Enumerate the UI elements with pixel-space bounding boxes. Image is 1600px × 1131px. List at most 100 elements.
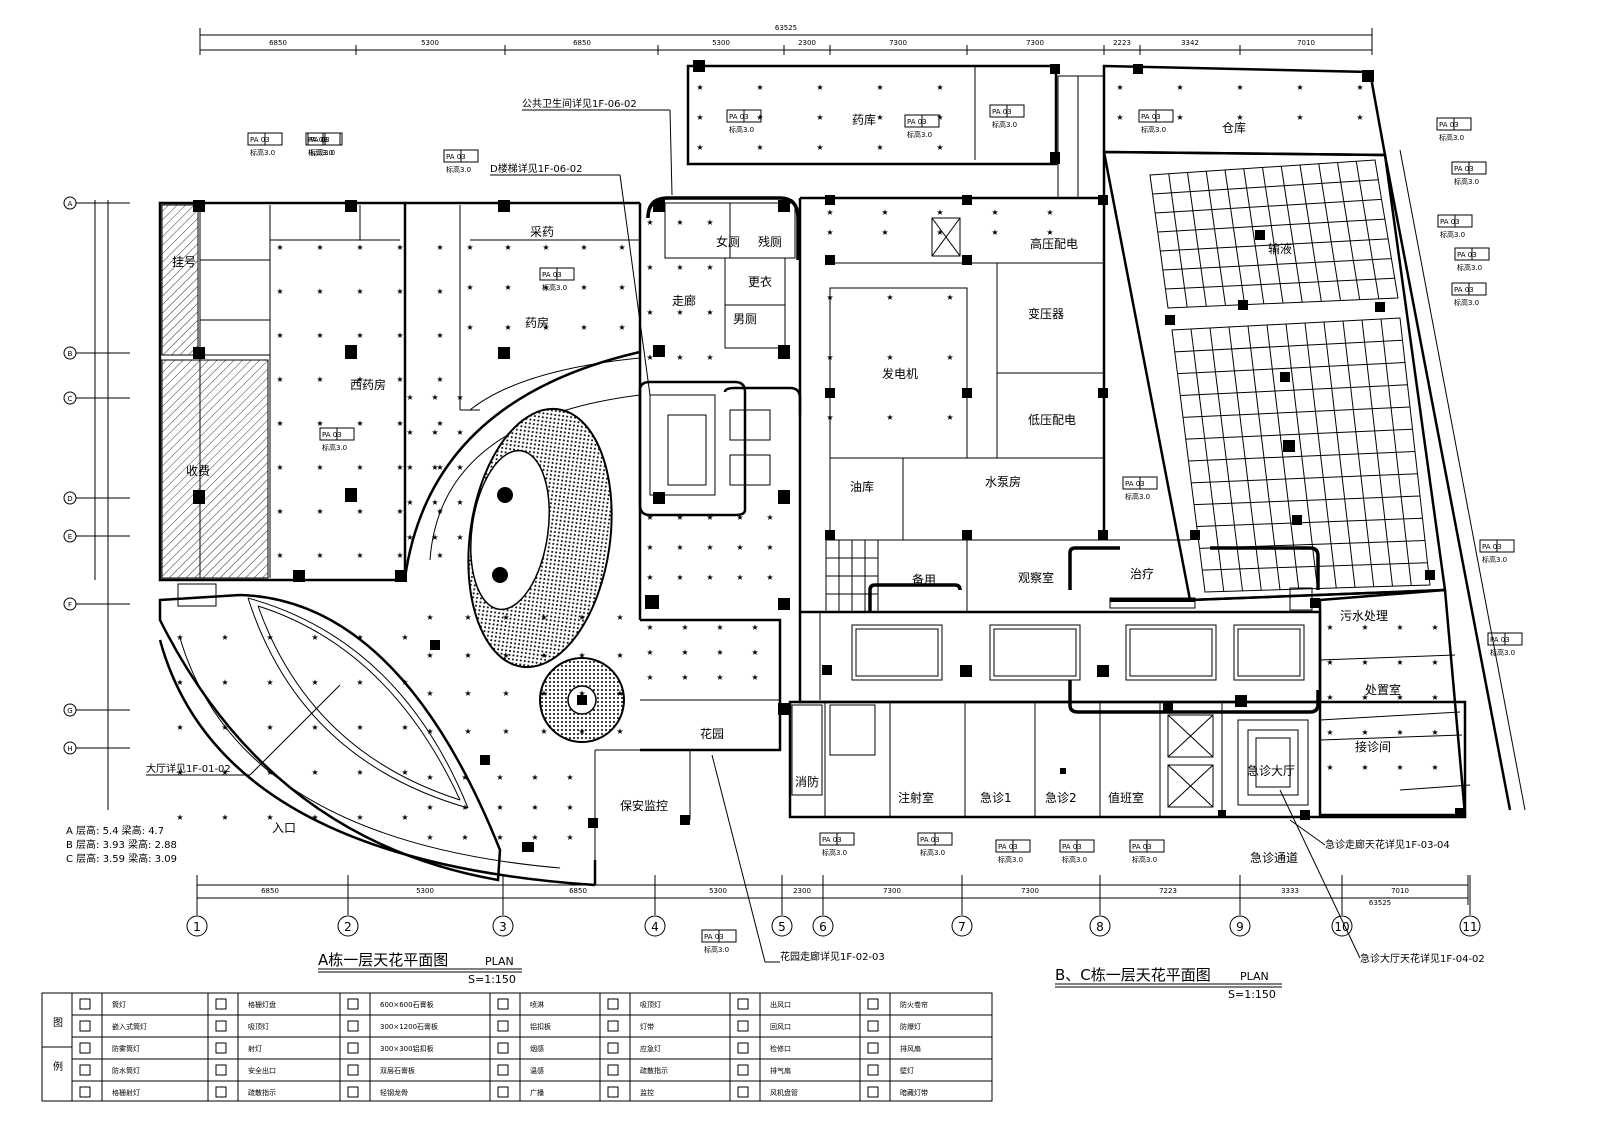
ceiling-light-icon: ★ [1361, 763, 1368, 772]
axis-bubble-left: D [63, 491, 77, 505]
ceiling-light-icon: ★ [578, 651, 585, 660]
room-label: 花园 [700, 726, 724, 741]
ceiling-light-icon: ★ [406, 463, 413, 472]
ceiling-light-icon: ★ [176, 723, 183, 732]
ceiling-light-icon: ★ [566, 773, 573, 782]
ceiling-light-icon: ★ [311, 813, 318, 822]
svg-text:9: 9 [1236, 920, 1244, 934]
ceiling-light-icon: ★ [461, 833, 468, 842]
svg-text:7: 7 [958, 920, 966, 934]
ceiling-light-icon: ★ [540, 613, 547, 622]
room-label: 挂号 [172, 255, 196, 269]
ceiling-light-icon: ★ [401, 768, 408, 777]
svg-text:PA 03: PA 03 [1062, 843, 1082, 851]
ceiling-light-icon: ★ [1176, 83, 1183, 92]
ceiling-light-icon: ★ [646, 218, 653, 227]
ceiling-light-icon: ★ [676, 353, 683, 362]
ceiling-light-icon: ★ [504, 283, 511, 292]
top-dimension: 7010 [1297, 39, 1315, 47]
room-label: 备用 [912, 573, 936, 587]
ceiling-light-icon: ★ [991, 208, 998, 217]
ceiling-light-icon: ★ [496, 803, 503, 812]
ceiling-light-icon: ★ [426, 689, 433, 698]
ceiling-light-icon: ★ [706, 513, 713, 522]
ceiling-light-icon: ★ [540, 651, 547, 660]
ceiling-light-icon: ★ [356, 507, 363, 516]
svg-text:疏散指示: 疏散指示 [248, 1088, 276, 1097]
ceiling-light-icon: ★ [356, 633, 363, 642]
svg-text:B: B [68, 350, 73, 358]
ceiling-light-icon: ★ [681, 673, 688, 682]
ceiling-light-icon: ★ [464, 689, 471, 698]
axis-bubble-bottom: 5 [771, 875, 793, 937]
ceiling-light-icon: ★ [496, 833, 503, 842]
ceiling-light-icon: ★ [276, 463, 283, 472]
legend-item: 回风口 [737, 1020, 791, 1032]
legend-item: 排气扇 [737, 1064, 791, 1076]
ceiling-light-icon: ★ [676, 263, 683, 272]
ceiling-light-icon: ★ [396, 287, 403, 296]
ceiling-light-icon: ★ [936, 113, 943, 122]
svg-text:10: 10 [1334, 920, 1349, 934]
ceiling-light-icon: ★ [221, 723, 228, 732]
legend-item: 壁灯 [867, 1064, 914, 1076]
detail-references: 公共卫生间详见1F-06-02 D楼梯详见1F-06-02 大厅详见1F-01-… [146, 97, 1485, 965]
ceiling-light-icon: ★ [946, 353, 953, 362]
ceiling-light-icon: ★ [681, 648, 688, 657]
ceiling-light-icon: ★ [266, 768, 273, 777]
legend-item: 格栅射灯 [79, 1086, 140, 1098]
axis-bubble-bottom: 8 [1089, 875, 1111, 937]
svg-text:G: G [67, 707, 72, 715]
floor-height-line: A 层高: 5.4 梁高: 4.7 [66, 824, 164, 837]
svg-text:标高3.0: 标高3.0 [729, 125, 754, 134]
svg-text:监控: 监控 [640, 1088, 654, 1097]
svg-text:标高3.0: 标高3.0 [308, 148, 333, 157]
axis-bubble-left: H [63, 741, 77, 755]
room-label: 残厕 [758, 235, 782, 249]
svg-text:标高3.0: 标高3.0 [1440, 230, 1465, 239]
ceiling-light-icon: ★ [1361, 693, 1368, 702]
ceiling-light-icon: ★ [356, 287, 363, 296]
ceiling-light-icon: ★ [580, 323, 587, 332]
ceiling-light-icon: ★ [396, 551, 403, 560]
floor-height-line: C 层高: 3.59 梁高: 3.09 [66, 852, 177, 865]
ceiling-light-icon: ★ [716, 648, 723, 657]
svg-text:防雾筒灯: 防雾筒灯 [112, 1044, 140, 1053]
svg-text:5300: 5300 [709, 887, 727, 895]
ceiling-light-icon: ★ [221, 768, 228, 777]
ceiling-light-icon: ★ [1396, 693, 1403, 702]
ceiling-light-icon: ★ [456, 428, 463, 437]
svg-text:温感: 温感 [530, 1066, 544, 1075]
svg-text:标高3.0: 标高3.0 [1454, 298, 1479, 307]
ceiling-light-icon: ★ [886, 293, 893, 302]
ceiling-light-icon: ★ [426, 803, 433, 812]
ceiling-light-icon: ★ [676, 573, 683, 582]
svg-text:F: F [68, 601, 72, 609]
svg-text:7300: 7300 [883, 887, 901, 895]
axis-bubble-left: C [63, 391, 77, 405]
ceiling-light-icon: ★ [1296, 113, 1303, 122]
ceiling-light-icon: ★ [456, 498, 463, 507]
ceiling-light-icon: ★ [401, 633, 408, 642]
room-label: 治疗 [1130, 567, 1154, 581]
top-dimension: 6850 [269, 39, 287, 47]
room-label: 发电机 [882, 366, 918, 381]
ceiling-light-icon: ★ [886, 353, 893, 362]
plan-bc-plan-label: PLAN [1240, 970, 1269, 983]
ceiling-light-icon: ★ [1176, 113, 1183, 122]
ceiling-light-icon: ★ [676, 543, 683, 552]
axis-bubble-bottom: 7 [951, 875, 973, 937]
svg-text:嵌入式筒灯: 嵌入式筒灯 [112, 1022, 147, 1031]
ceiling-light-icon: ★ [456, 533, 463, 542]
room-label: 急诊2 [1045, 790, 1077, 805]
svg-text:标高3.0: 标高3.0 [542, 283, 567, 292]
ceiling-light-icon: ★ [881, 208, 888, 217]
svg-text:灯带: 灯带 [640, 1022, 654, 1031]
ceiling-light-icon: ★ [826, 353, 833, 362]
ceiling-light-icon: ★ [176, 678, 183, 687]
svg-text:标高3.0: 标高3.0 [998, 855, 1023, 864]
